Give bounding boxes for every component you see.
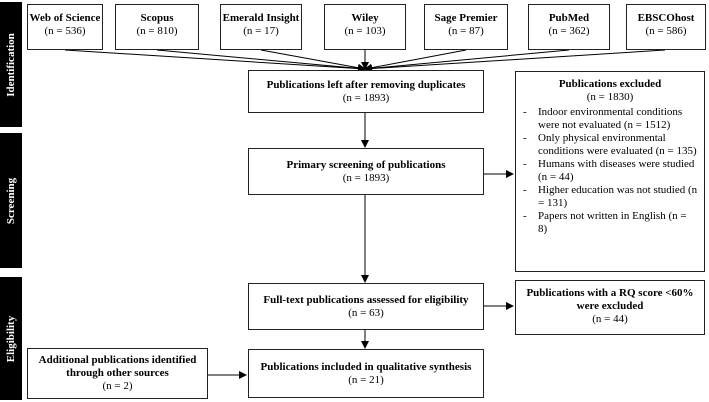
- arrow-source-6: [364, 49, 570, 73]
- source-count: (n = 103): [344, 25, 386, 37]
- excluded-reasons-list: Indoor environmental conditions were not…: [522, 106, 698, 236]
- rq-excluded-box: Publications with a RQ score <60% were e…: [515, 280, 705, 335]
- phase-identification: Identification: [0, 2, 22, 127]
- fulltext-count: (n = 63): [348, 307, 384, 319]
- phase-eligibility: Eligibility: [0, 277, 22, 400]
- source-box-wiley: Wiley (n = 103): [324, 4, 406, 50]
- phase-screening: Screening: [0, 133, 22, 268]
- source-box-scopus: Scopus (n = 810): [115, 4, 199, 50]
- included-box: Publications included in qualitative syn…: [248, 349, 484, 398]
- fulltext-box: Full-text publications assessed for elig…: [248, 283, 484, 330]
- excluded-title: Publications excluded: [558, 78, 662, 90]
- dedup-box: Publications left after removing duplica…: [248, 70, 484, 113]
- included-count: (n = 21): [348, 374, 384, 386]
- source-name: PubMed: [548, 12, 590, 24]
- source-name: Sage Premier: [434, 12, 498, 24]
- excluded-box: Publications excluded (n = 1830) Indoor …: [515, 71, 705, 272]
- excluded-reason: Humans with diseases were studied (n = 4…: [522, 158, 698, 184]
- source-count: (n = 87): [448, 25, 484, 37]
- screening-box: Primary screening of publications (n = 1…: [248, 148, 484, 195]
- source-name: Scopus: [140, 12, 174, 24]
- excluded-reason: Higher education was not studied (n = 13…: [522, 184, 698, 210]
- excluded-reason: Only physical environmental conditions w…: [522, 132, 698, 158]
- arrow-source-1: [64, 49, 366, 73]
- screening-count: (n = 1893): [342, 172, 390, 184]
- source-name: Web of Science: [29, 12, 101, 24]
- excluded-count: (n = 1830): [586, 91, 634, 103]
- rq-excluded-title: Publications with a RQ score <60% were e…: [526, 287, 694, 312]
- arrow-source-7: [364, 49, 666, 73]
- additional-box: Additional publications identified throu…: [27, 348, 208, 399]
- source-box-emerald-insight: Emerald Insight (n = 17): [220, 4, 302, 50]
- source-name: Wiley: [351, 12, 379, 24]
- additional-count: (n = 2): [102, 380, 133, 392]
- source-name: Emerald Insight: [222, 12, 300, 24]
- additional-title: Additional publications identified throu…: [38, 354, 197, 379]
- dedup-count: (n = 1893): [342, 92, 390, 104]
- arrow-source-5: [364, 49, 467, 72]
- source-name: EBSCOhost: [637, 12, 695, 24]
- source-count: (n = 536): [44, 25, 86, 37]
- rq-excluded-count: (n = 44): [592, 313, 628, 325]
- dedup-title: Publications left after removing duplica…: [266, 79, 466, 91]
- included-title: Publications included in qualitative syn…: [260, 361, 472, 373]
- source-count: (n = 362): [548, 25, 590, 37]
- source-count: (n = 17): [243, 25, 279, 37]
- source-box-pubmed: PubMed (n = 362): [528, 4, 610, 50]
- source-count: (n = 810): [136, 25, 178, 37]
- arrow-source-2: [156, 49, 366, 73]
- excluded-reason: Indoor environmental conditions were not…: [522, 106, 698, 132]
- fulltext-title: Full-text publications assessed for elig…: [263, 294, 469, 306]
- source-box-web-of-science: Web of Science (n = 536): [27, 4, 103, 50]
- arrow-source-3: [260, 49, 366, 72]
- source-count: (n = 586): [645, 25, 687, 37]
- screening-title: Primary screening of publications: [286, 159, 446, 171]
- source-box-ebscohost: EBSCOhost (n = 586): [626, 4, 706, 50]
- excluded-reason: Papers not written in English (n = 8): [522, 210, 698, 236]
- source-box-sage-premier: Sage Premier (n = 87): [424, 4, 508, 50]
